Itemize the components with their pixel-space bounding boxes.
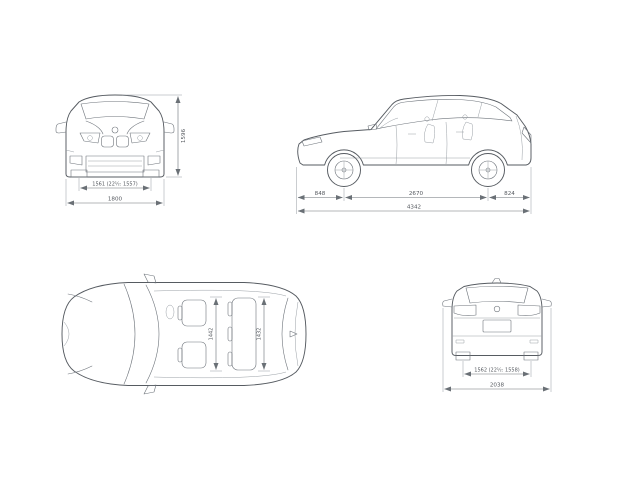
front-grille-left (101, 135, 114, 148)
top-view: 1442 1432 (61, 273, 307, 395)
rear-emblem (493, 305, 501, 313)
front-right-mirror (163, 121, 175, 134)
side-taillight (521, 126, 532, 144)
rear-left-tire (455, 351, 471, 361)
side-view: 848 2670 824 4342 (296, 94, 532, 214)
top-windshield (145, 284, 160, 384)
front-width-value: 1800 (108, 197, 123, 203)
top-antenna-fin (289, 330, 298, 338)
side-front-wheel (327, 153, 361, 187)
rear-right-tire (523, 351, 539, 361)
front-left-tire (70, 169, 88, 178)
top-front-right-seat (181, 341, 207, 369)
front-left-mirror (55, 121, 67, 134)
rear-track-value: 1562 (22½: 1558) (474, 367, 519, 374)
front-height-value: 1596 (181, 128, 187, 143)
top-hood-line (123, 283, 136, 385)
front-lower-intake (85, 155, 145, 173)
top-rear-bench (231, 297, 257, 371)
front-right-tire (142, 169, 160, 178)
front-right-headlight (129, 132, 151, 144)
side-headlight (301, 136, 323, 147)
rear-right-taillight (517, 304, 541, 316)
side-mirror (367, 123, 378, 131)
rear-antenna-fin (491, 278, 502, 284)
rear-left-mirror (442, 298, 453, 308)
front-view: 1596 1561 (22½: 1557) 1800 (55, 94, 187, 206)
top-front-left-seat (181, 299, 207, 327)
front-left-foglamp (69, 155, 83, 166)
front-left-headlight (79, 132, 101, 144)
front-grille-right (116, 135, 129, 148)
top-front-width-value: 1442 (209, 328, 215, 341)
rear-width-value: 2038 (490, 383, 505, 389)
rear-right-mirror (541, 298, 552, 308)
rear-license-plate (482, 319, 512, 333)
rear-left-taillight (453, 304, 477, 316)
top-right-mirror (143, 384, 157, 395)
top-left-mirror (143, 273, 157, 284)
top-rear-width-value: 1432 (257, 328, 263, 341)
side-front-overhang-value: 848 (315, 191, 326, 197)
side-windows (375, 98, 513, 130)
top-rear-window (281, 297, 289, 371)
side-rear-overhang-value: 824 (504, 191, 515, 197)
side-wheelbase-value: 2670 (409, 191, 424, 197)
front-emblem (111, 126, 119, 134)
side-rear-wheel (471, 153, 505, 187)
front-windshield (80, 101, 150, 120)
rear-window (465, 285, 529, 304)
side-length-value: 4342 (407, 205, 421, 211)
front-track-value: 1561 (22½: 1557) (92, 181, 137, 188)
front-right-foglamp (147, 155, 161, 166)
rear-view: 1562 (22½: 1558) 2038 (442, 278, 552, 392)
